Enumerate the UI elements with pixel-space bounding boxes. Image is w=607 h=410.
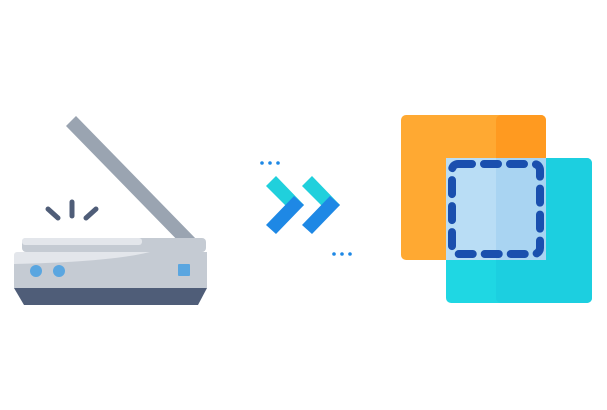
- selection-dashed-border: [448, 160, 544, 258]
- scanner-button-1: [30, 265, 42, 277]
- scanner-base: [14, 288, 207, 305]
- scanner-button-2: [53, 265, 65, 277]
- chevron-dots-top: [260, 161, 280, 165]
- scanner-light-rays: [45, 199, 99, 221]
- chevron-dots-bottom: [332, 252, 352, 256]
- scanner-indicator: [178, 264, 190, 276]
- double-chevron-right-icon: [260, 161, 352, 256]
- scanner-icon: [14, 116, 207, 305]
- chevron-2: [302, 176, 340, 234]
- overlapping-squares-selection-icon: [401, 115, 592, 303]
- chevron-1: [266, 176, 304, 234]
- scanner-lid: [66, 116, 198, 250]
